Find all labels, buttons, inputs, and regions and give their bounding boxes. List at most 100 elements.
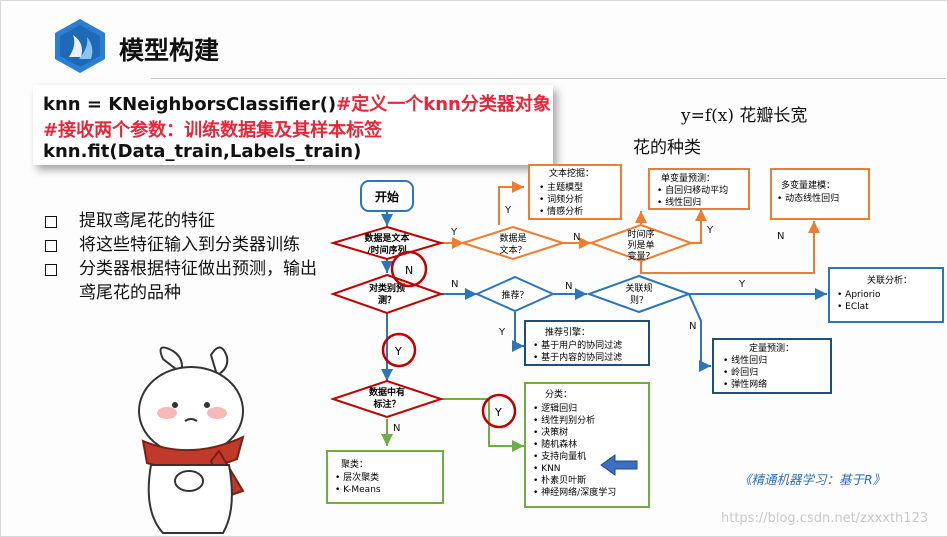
- highlight-circle-n: [390, 250, 428, 288]
- code-comment-1: #定义一个knn分类器对象: [336, 94, 551, 115]
- cluster-title: 聚类：: [341, 458, 368, 470]
- quant-box: [712, 338, 832, 394]
- page-title: 模型构建: [119, 36, 220, 65]
- highlight-circle-y: [381, 332, 417, 368]
- multivariate-item: • 动态线性回归: [777, 192, 839, 204]
- univariate-item: • 自回归移动平均: [657, 184, 728, 196]
- decision-time-line3: 变量？: [627, 250, 654, 262]
- bullet-item: 将这些特征输入到分类器训练: [45, 233, 335, 257]
- textmining-item: • 主题模型: [539, 181, 583, 193]
- code-line-1: knn = KNeighborsClassifier()#定义一个knn分类器对…: [43, 90, 551, 116]
- label-y: Y: [504, 205, 512, 216]
- circled-label-y2: Y: [494, 406, 502, 419]
- book-title: 《精通机器学习：基于R》: [739, 472, 886, 487]
- univariate-box: [648, 168, 750, 210]
- decision-text-timeseries: [329, 225, 445, 261]
- label-n: N: [565, 281, 572, 292]
- quant-title: 定量预测：: [749, 342, 794, 354]
- label-n: N: [451, 279, 458, 290]
- bullet-item: 分类器根据特征做出预测，输出鸢尾花的品种: [45, 257, 335, 305]
- univariate-item: • 线性回归: [657, 196, 701, 208]
- classify-item: • 朴素贝叶斯: [533, 474, 586, 486]
- bullet-list: 提取鸢尾花的特征 将这些特征输入到分类器训练 分类器根据特征做出预测，输出鸢尾花…: [45, 209, 335, 305]
- association-item: • EClat: [837, 302, 869, 312]
- watermark: https://blog.csdn.net/zxxxth123: [721, 511, 929, 526]
- decision-rec-label: 推荐？: [501, 289, 528, 301]
- classify-title: 分类：: [545, 388, 572, 400]
- classify-item: • 神经网络/深度学习: [533, 486, 616, 498]
- cluster-item: • K-Means: [335, 485, 381, 495]
- quant-item: • 岭回归: [723, 366, 758, 378]
- classify-item: • 决策树: [533, 426, 568, 438]
- decision-text-line1: 数据是: [499, 232, 526, 244]
- decision-3-line2: 标注？: [372, 398, 400, 410]
- decision-labeled: [329, 379, 445, 419]
- cluster-item: • 层次聚类: [335, 471, 379, 483]
- label-y: Y: [450, 227, 458, 238]
- decision-assoc-line1: 关联规: [625, 282, 652, 294]
- classify-item: • 随机森林: [533, 438, 577, 450]
- association-box: [828, 267, 944, 323]
- highlight-circle-y2: [481, 393, 517, 429]
- decision-text-line2: 文本？: [499, 244, 526, 256]
- recommend-title: 推荐引擎：: [545, 326, 590, 338]
- classify-list: • 逻辑回归 • 线性判别分析 • 决策树 • 随机森林 • 支持向量机 • K…: [533, 402, 616, 498]
- label-y: Y: [498, 327, 506, 338]
- code-fit-line: knn.fit(Data_train,Labels_train): [43, 141, 362, 162]
- recommend-box: [524, 320, 650, 366]
- decision-is-text: [459, 225, 567, 261]
- decision-class-predict: [329, 273, 445, 315]
- start-label: 开始: [375, 189, 399, 204]
- flowchart: 开始 数据是文本 /时间序列 对类别预 测？ 数据中有 标注？ 数据是 文本？ …: [326, 164, 944, 508]
- label-n: N: [689, 321, 696, 332]
- start-node: [360, 180, 414, 212]
- textmining-title: 文本挖掘：: [549, 167, 594, 179]
- logo-icon: [55, 19, 105, 73]
- decision-assoc-line2: 则？: [630, 294, 648, 306]
- decision-2-line1: 对类别预: [369, 282, 405, 294]
- label-y: Y: [738, 279, 746, 290]
- decision-time-line1: 时间序: [627, 228, 654, 240]
- label-n: N: [777, 231, 784, 242]
- label-n: N: [393, 423, 400, 434]
- decision-3-line1: 数据中有: [369, 386, 405, 398]
- mascot-icon: [138, 346, 245, 534]
- code-box: [33, 85, 553, 165]
- circled-label-y: Y: [394, 345, 402, 358]
- label-n: N: [573, 232, 580, 243]
- association-item: • Apriorio: [837, 290, 881, 300]
- checkbox-icon: [45, 264, 57, 276]
- quant-item: • 弹性网络: [723, 378, 767, 390]
- classify-item: • 支持向量机: [533, 450, 586, 462]
- classify-item: • 逻辑回归: [533, 402, 577, 414]
- decision-1-line2: /时间序列: [367, 244, 406, 256]
- textmining-item: • 词频分析: [539, 193, 583, 205]
- cluster-box: [326, 450, 444, 504]
- multivariate-title: 多变量建模：: [781, 179, 835, 191]
- species-text: 花的种类: [633, 138, 701, 158]
- circled-label-n: N: [405, 264, 413, 277]
- decision-time-line2: 列是单: [627, 239, 654, 251]
- classify-item: • 线性判别分析: [533, 414, 595, 426]
- label-y: Y: [706, 225, 714, 236]
- bullet-item: 提取鸢尾花的特征: [45, 209, 335, 233]
- textmining-item: • 情感分析: [539, 205, 583, 217]
- decision-recommend: [474, 275, 556, 313]
- quant-item: • 线性回归: [723, 354, 767, 366]
- classify-item-knn: • KNN: [533, 464, 561, 474]
- formula-text: y=f(x) 花瓣长宽: [681, 106, 808, 126]
- decision-1-line1: 数据是文本: [364, 232, 410, 244]
- decision-association: [586, 274, 692, 314]
- association-title: 关联分析：: [867, 274, 912, 286]
- textmining-box: [528, 164, 622, 220]
- decision-univariate: [588, 223, 694, 263]
- decision-2-line2: 测？: [378, 294, 396, 306]
- knn-arrow-icon: [600, 454, 638, 476]
- checkbox-icon: [45, 216, 57, 228]
- classify-box: [524, 382, 650, 508]
- code-knn-def: knn = KNeighborsClassifier(): [43, 94, 337, 115]
- univariate-title: 单变量预测：: [661, 172, 715, 184]
- recommend-item: • 基于内容的协同过滤: [533, 351, 622, 363]
- recommend-item: • 基于用户的协同过滤: [533, 339, 622, 351]
